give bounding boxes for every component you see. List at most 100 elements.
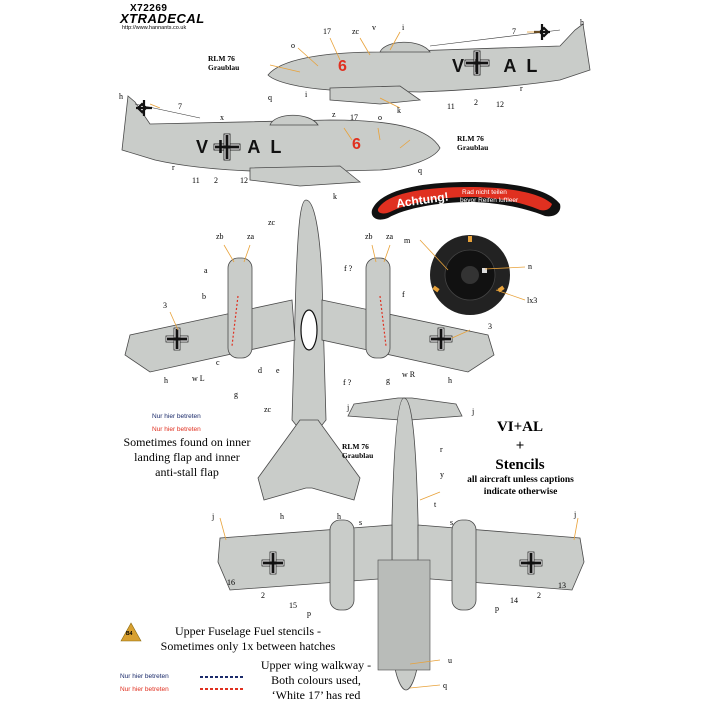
code-letters-bottom: VI AL [196,137,292,157]
callout-17-b: 17 [350,113,358,122]
fuel-triangle-icon [120,622,142,642]
callout-h-tail-right: h [337,512,341,521]
callout-lines [149,31,579,689]
callout-13: 13 [558,581,566,590]
callout-g-left: g [234,390,238,399]
callout-7-b: 7 [178,102,182,111]
callout-k: k [397,106,401,115]
callout-s-right: s [450,518,454,527]
achtung-line2: bevor Reifen luftleer [460,197,519,204]
walkway-note: Upper wing walkway - Both colours used, … [260,658,372,702]
callout-15: 15 [289,601,297,610]
profile-bottom-aircraft [121,95,441,187]
callout-g-right: g [386,376,390,385]
balkenkreuz-wing-right [429,327,453,351]
achtung-line1: Rad nicht teilen [462,189,507,196]
callout-h-b: h [119,92,123,101]
callout-h-left: h [164,376,168,385]
callout-zc-top: zc [268,218,276,227]
callout-16: 16 [227,578,235,587]
flap-note: Sometimes found on inner landing flap an… [123,435,251,479]
balkenkreuz-bottom [213,133,241,161]
main-wheel-diagram [430,235,510,315]
fuel-note: Upper Fuselage Fuel stencils - Sometimes… [160,624,336,653]
top-view-aircraft [124,199,495,501]
callout-a: a [204,266,208,275]
walkway-red-stencil: Nur hier betreten [120,686,169,693]
callout-u: u [448,656,452,665]
website-url: http://www.hannants.co.uk [122,25,187,31]
callout-y: y [440,470,444,479]
title-plus: + [515,438,525,454]
callout-zb-right: zb [365,232,373,241]
callout-12: 12 [496,100,504,109]
balkenkreuz-under-right [519,551,543,575]
callout-c: c [216,358,220,367]
stencil-red-sample: Nur hier betreten [152,426,201,433]
callout-m: m [404,236,411,245]
callout-r-under: r [440,445,443,454]
callout-j-tail-left: j [347,403,350,412]
product-code: X72269 [130,3,168,14]
callout-i-lower: i [305,90,308,99]
callout-h: h [580,18,584,27]
stencil-blue-sample: Nur hier betreten [152,413,201,420]
callout-zb-left: zb [216,232,224,241]
aircraft-number-top: 6 [338,58,347,75]
callout-zc: zc [352,27,360,36]
callout-q: q [268,93,272,102]
walkway-blue-stencil: Nur hier betreten [120,673,169,680]
title-note: all aircraft unless captions indicate ot… [467,475,574,497]
callout-j-wing-right: j [574,510,577,519]
callout-2: 2 [474,98,478,107]
callout-q-b: q [418,166,422,175]
paint-label-top: RLM 76 Graublau [208,54,240,72]
achtung-stencil-banner [371,182,561,220]
callout-zc-bottom: zc [264,405,272,414]
callout-n: n [528,262,532,271]
fuel-badge-label: B4 [126,631,133,637]
callout-za-right: za [386,232,394,241]
callout-3-right: 3 [488,322,492,331]
balkenkreuz-under-left [261,551,285,575]
callout-wr: w R [402,370,416,379]
callout-f: f [402,290,405,299]
underside-view-aircraft [217,397,585,691]
callout-p-left: p [307,609,311,618]
callout-d: d [258,366,262,375]
callout-j-wing-left: j [212,512,215,521]
callout-11: 11 [447,102,455,111]
callout-h-right: h [448,376,452,385]
callout-v: v [372,23,376,32]
balkenkreuz-top [464,50,490,76]
callout-3-left: 3 [163,301,167,310]
callout-b: b [202,292,206,301]
paint-label-topview: RLM 76 Graublau [342,442,374,460]
callout-lx3: lx3 [527,296,538,305]
callout-2-b: 2 [214,176,218,185]
callout-o-b: o [378,113,382,122]
callout-f-q-bottom: f ? [343,378,352,387]
callout-za-left: za [247,232,255,241]
callout-p-right: p [495,604,499,613]
callout-f-q-top: f ? [344,264,353,273]
callout-h-tail-left: h [280,512,284,521]
swastika-marking-bottom [136,100,152,116]
aircraft-title: VI+AL [496,419,544,435]
callout-7: 7 [512,27,516,36]
callout-wl: w L [192,374,205,383]
callout-k-b: k [333,192,337,201]
callout-q-under: q [443,681,447,690]
aircraft-number-bottom: 6 [352,136,361,153]
callout-14: 14 [510,596,518,605]
callout-12-b: 12 [240,176,248,185]
brand-name: XTRADECAL [120,11,205,26]
callout-o: o [291,41,295,50]
callout-17: 17 [323,27,331,36]
callout-t: t [434,500,437,509]
callout-i: i [402,23,405,32]
callout-11-b: 11 [192,176,200,185]
callout-2-under-left: 2 [261,591,265,600]
title-stencils: Stencils [495,457,545,473]
